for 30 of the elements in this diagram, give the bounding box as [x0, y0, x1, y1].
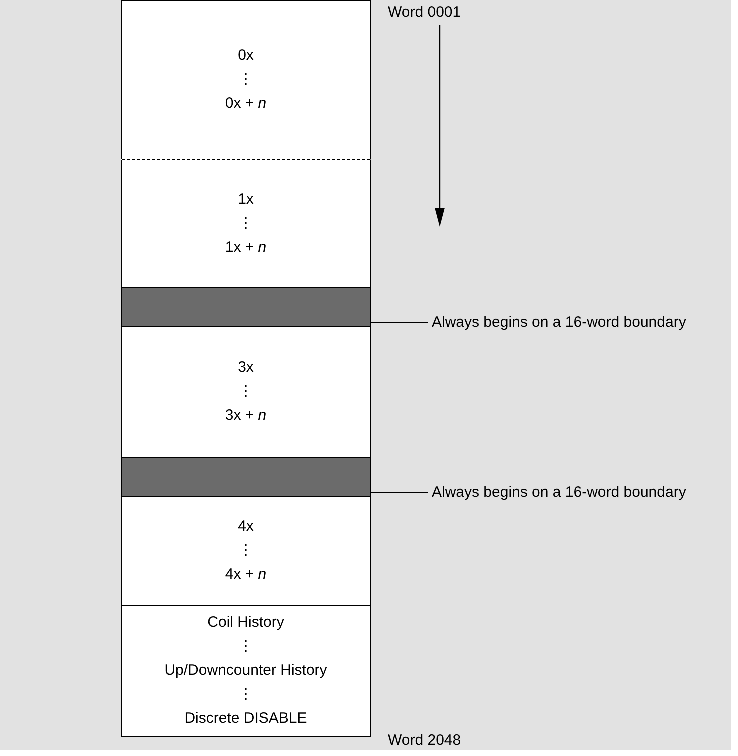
memory-segment [121, 606, 371, 737]
segment-label: 1x + n [225, 238, 267, 256]
segment-label: 3x [238, 359, 254, 377]
note-text: Always begins on a 16-word boundary [432, 483, 686, 503]
segment-label: 4x [238, 518, 254, 536]
segment-label: 1x [238, 190, 254, 208]
segment-label: Coil History [208, 614, 284, 632]
segment-label: ⋮ [238, 686, 254, 704]
memory-segment [121, 497, 371, 606]
segment-label: 0x + n [225, 95, 267, 113]
note-text: Always begins on a 16-word boundary [432, 313, 686, 333]
segment-label: ⋮ [238, 638, 254, 656]
segment-label: ⋮ [238, 542, 254, 560]
memory-segment [121, 160, 371, 287]
shaded-band [121, 287, 371, 327]
memory-segment [121, 327, 371, 457]
segment-label: ⋮ [238, 383, 254, 401]
segment-label: 0x [238, 47, 254, 65]
segment-label: Discrete DISABLE [184, 710, 308, 728]
shaded-band [121, 457, 371, 497]
memory-segment [121, 0, 371, 160]
leader-line [370, 492, 428, 494]
word-address-label: Word 0001 [388, 3, 462, 23]
segment-label: Up/Downcounter History [164, 662, 328, 680]
segment-label: 4x + n [225, 566, 267, 584]
segment-label: ⋮ [238, 71, 254, 89]
segment-label: 3x + n [225, 407, 267, 425]
leader-line [370, 322, 428, 324]
word-address-label: Word 2048 [388, 731, 462, 751]
segment-label: ⋮ [238, 214, 254, 232]
